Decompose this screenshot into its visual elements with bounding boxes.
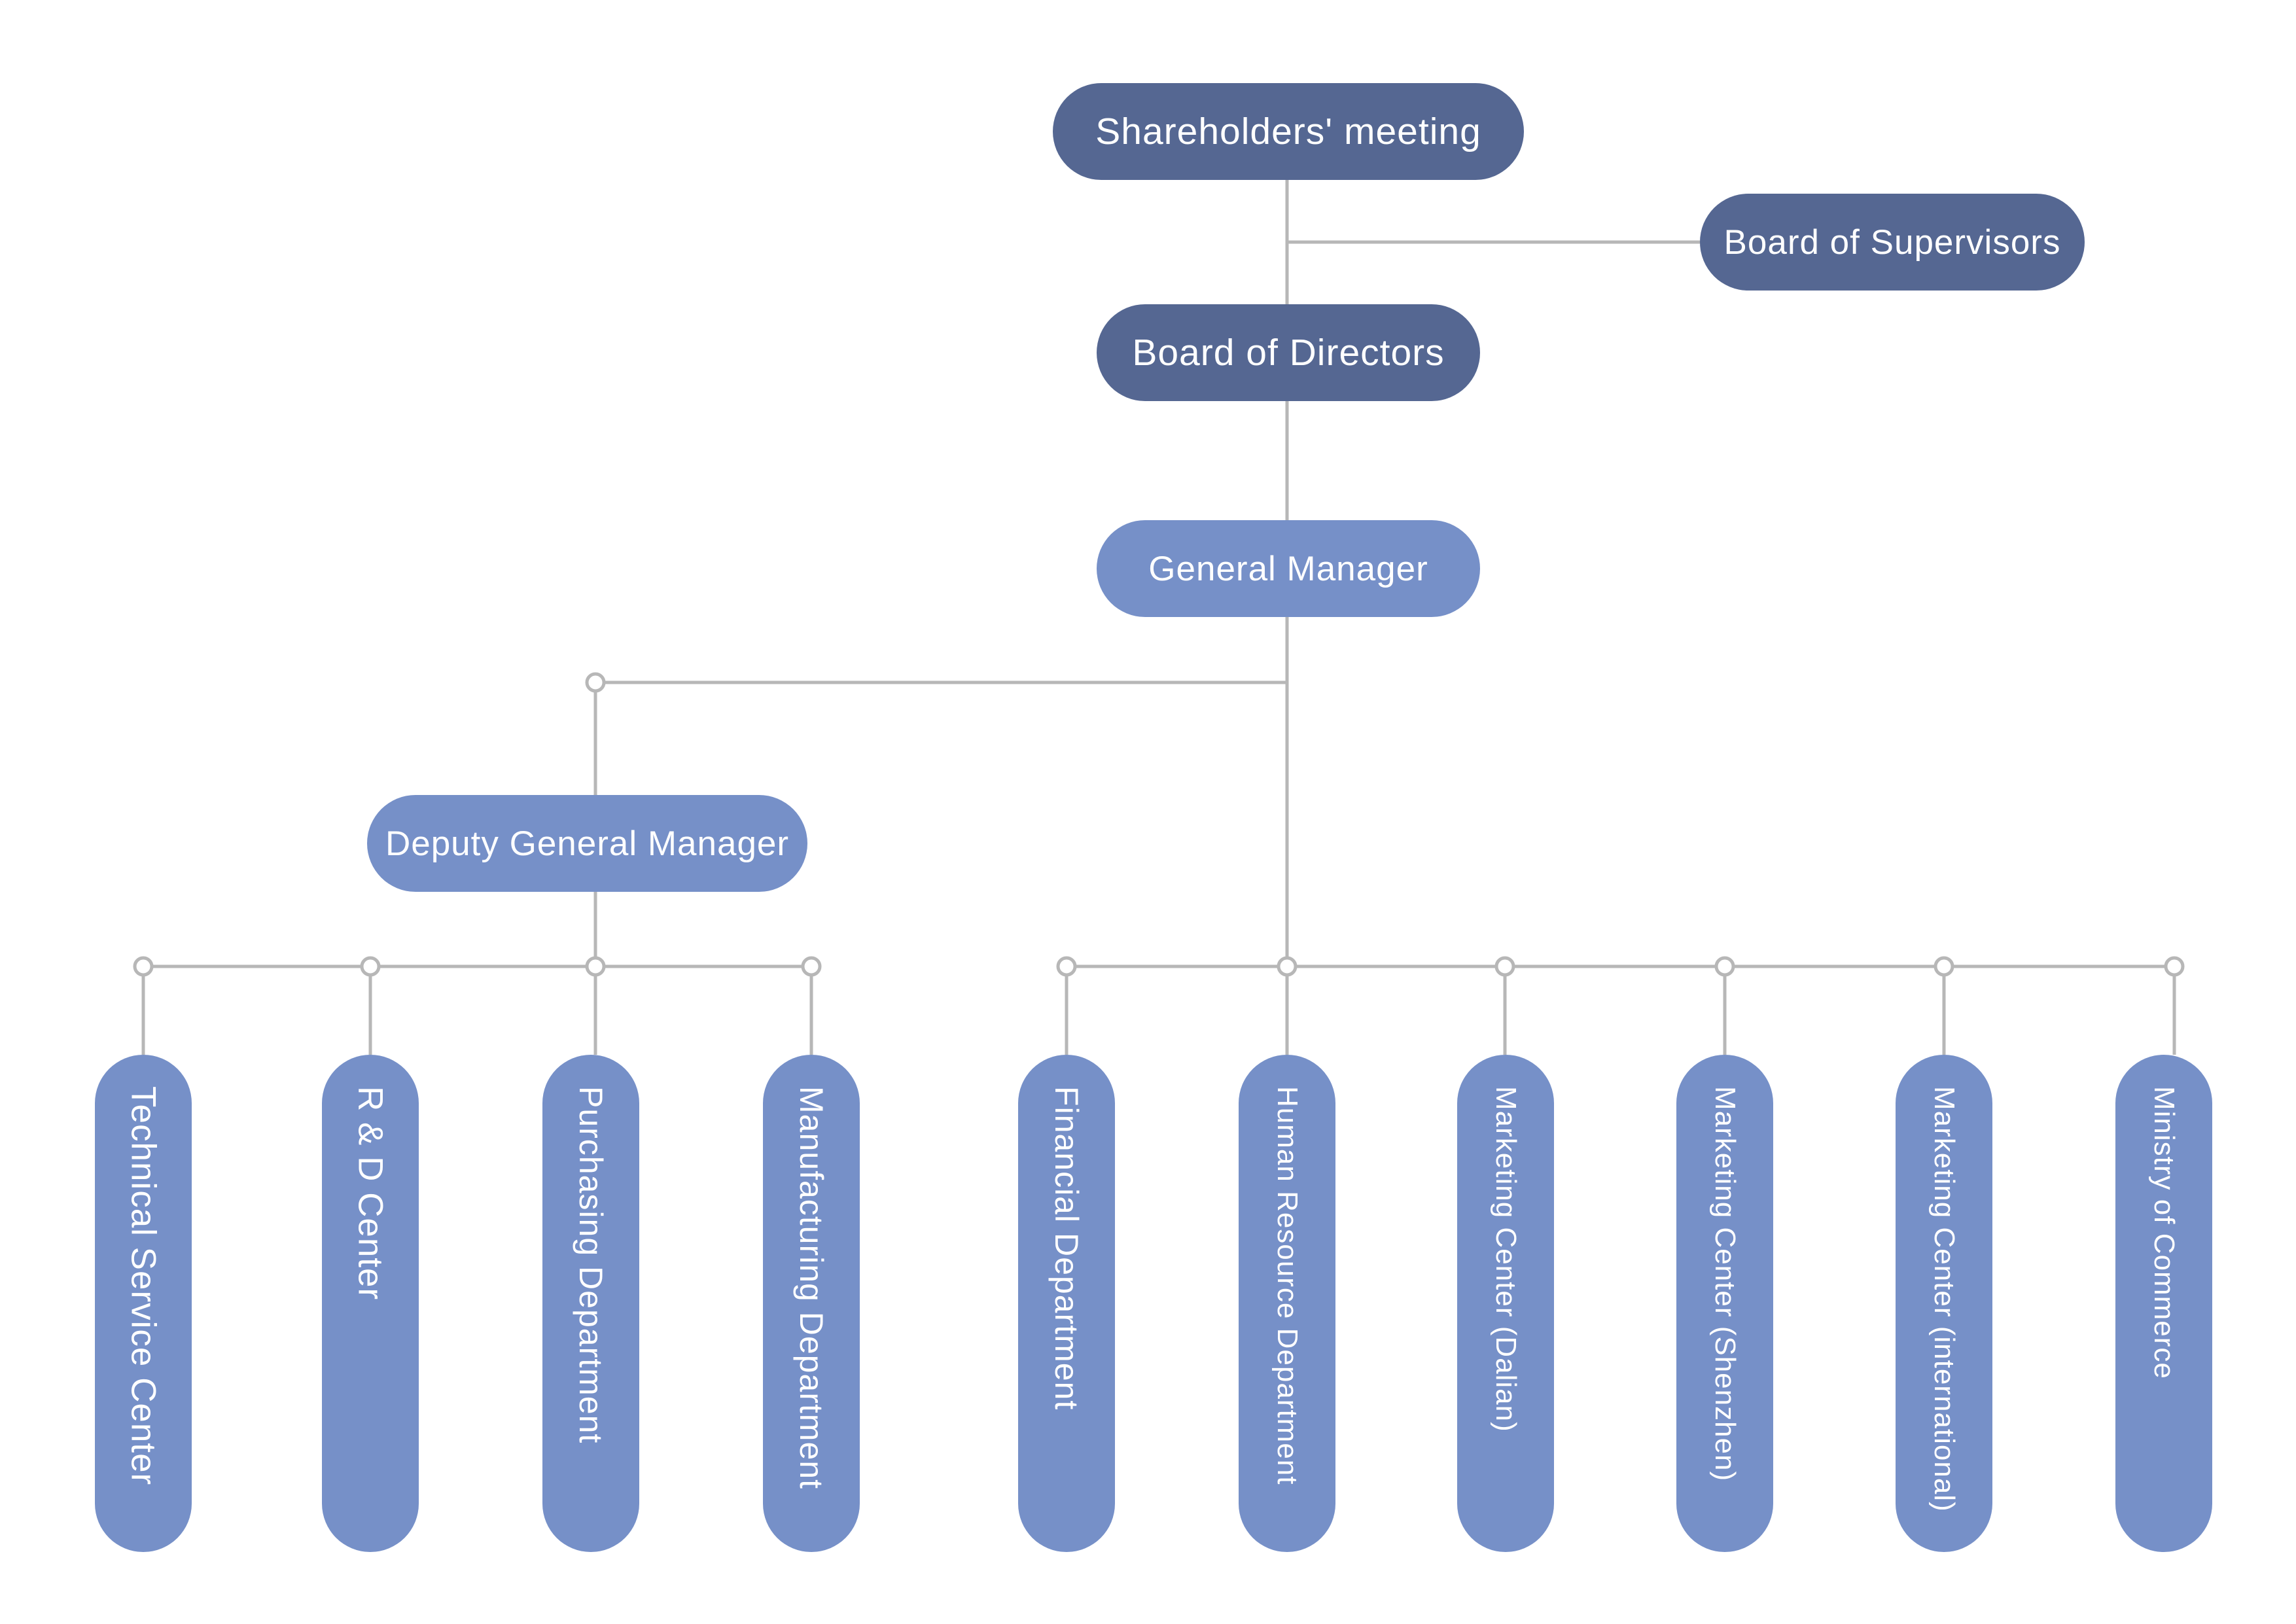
junction-dot bbox=[1714, 956, 1735, 977]
dept-rd-center[interactable]: R & D Center bbox=[322, 1055, 419, 1552]
junction-dot bbox=[1934, 956, 1954, 977]
dept-label: Marketing Center (international) bbox=[1928, 1086, 1960, 1512]
dept-label: Human Resource Department bbox=[1271, 1086, 1303, 1485]
dept-marketing-center-dalian[interactable]: Marketing Center (Dalian) bbox=[1457, 1055, 1554, 1552]
dept-label: Technical Service Center bbox=[124, 1086, 163, 1486]
dept-label: R & D Center bbox=[351, 1086, 390, 1301]
junction-dot bbox=[133, 956, 154, 977]
junction-dot bbox=[585, 956, 606, 977]
dept-label: Purchasing Department bbox=[573, 1086, 609, 1444]
dept-marketing-center-shenzhen[interactable]: Marketing Center (Shenzhen) bbox=[1676, 1055, 1773, 1552]
dept-ministry-of-commerce[interactable]: Ministry of Commerce bbox=[2115, 1055, 2212, 1552]
dept-financial-department[interactable]: Financial Department bbox=[1018, 1055, 1115, 1552]
board-of-directors-node[interactable]: Board of Directors bbox=[1097, 304, 1480, 401]
dept-technical-service-center[interactable]: Technical Service Center bbox=[95, 1055, 192, 1552]
dept-label: Marketing Center (Shenzhen) bbox=[1709, 1086, 1741, 1482]
shareholders-meeting-label: Shareholders' meeting bbox=[1095, 111, 1481, 152]
junction-dot bbox=[1494, 956, 1515, 977]
dept-human-resource-department[interactable]: Human Resource Department bbox=[1239, 1055, 1335, 1552]
dept-manufacturing-department[interactable]: Manufacturing Department bbox=[763, 1055, 860, 1552]
junction-dot bbox=[585, 672, 606, 693]
junction-dot bbox=[1277, 956, 1298, 977]
dept-label: Ministry of Commerce bbox=[2148, 1086, 2180, 1379]
shareholders-meeting-node[interactable]: Shareholders' meeting bbox=[1053, 83, 1524, 180]
board-of-supervisors-node[interactable]: Board of Supervisors bbox=[1700, 194, 2085, 291]
dept-purchasing-department[interactable]: Purchasing Department bbox=[542, 1055, 639, 1552]
deputy-general-manager-label: Deputy General Manager bbox=[385, 824, 790, 863]
dept-marketing-center-international[interactable]: Marketing Center (international) bbox=[1896, 1055, 1992, 1552]
junction-dot bbox=[801, 956, 822, 977]
general-manager-label: General Manager bbox=[1148, 549, 1428, 588]
board-of-supervisors-label: Board of Supervisors bbox=[1723, 222, 2061, 262]
junction-dot bbox=[360, 956, 381, 977]
junction-dot bbox=[2164, 956, 2185, 977]
board-of-directors-label: Board of Directors bbox=[1132, 332, 1445, 374]
dept-label: Marketing Center (Dalian) bbox=[1490, 1086, 1522, 1432]
junction-dot bbox=[1056, 956, 1077, 977]
dept-label: Financial Department bbox=[1048, 1086, 1085, 1411]
dept-label: Manufacturing Department bbox=[793, 1086, 830, 1489]
general-manager-node[interactable]: General Manager bbox=[1097, 520, 1480, 617]
deputy-general-manager-node[interactable]: Deputy General Manager bbox=[367, 795, 807, 892]
